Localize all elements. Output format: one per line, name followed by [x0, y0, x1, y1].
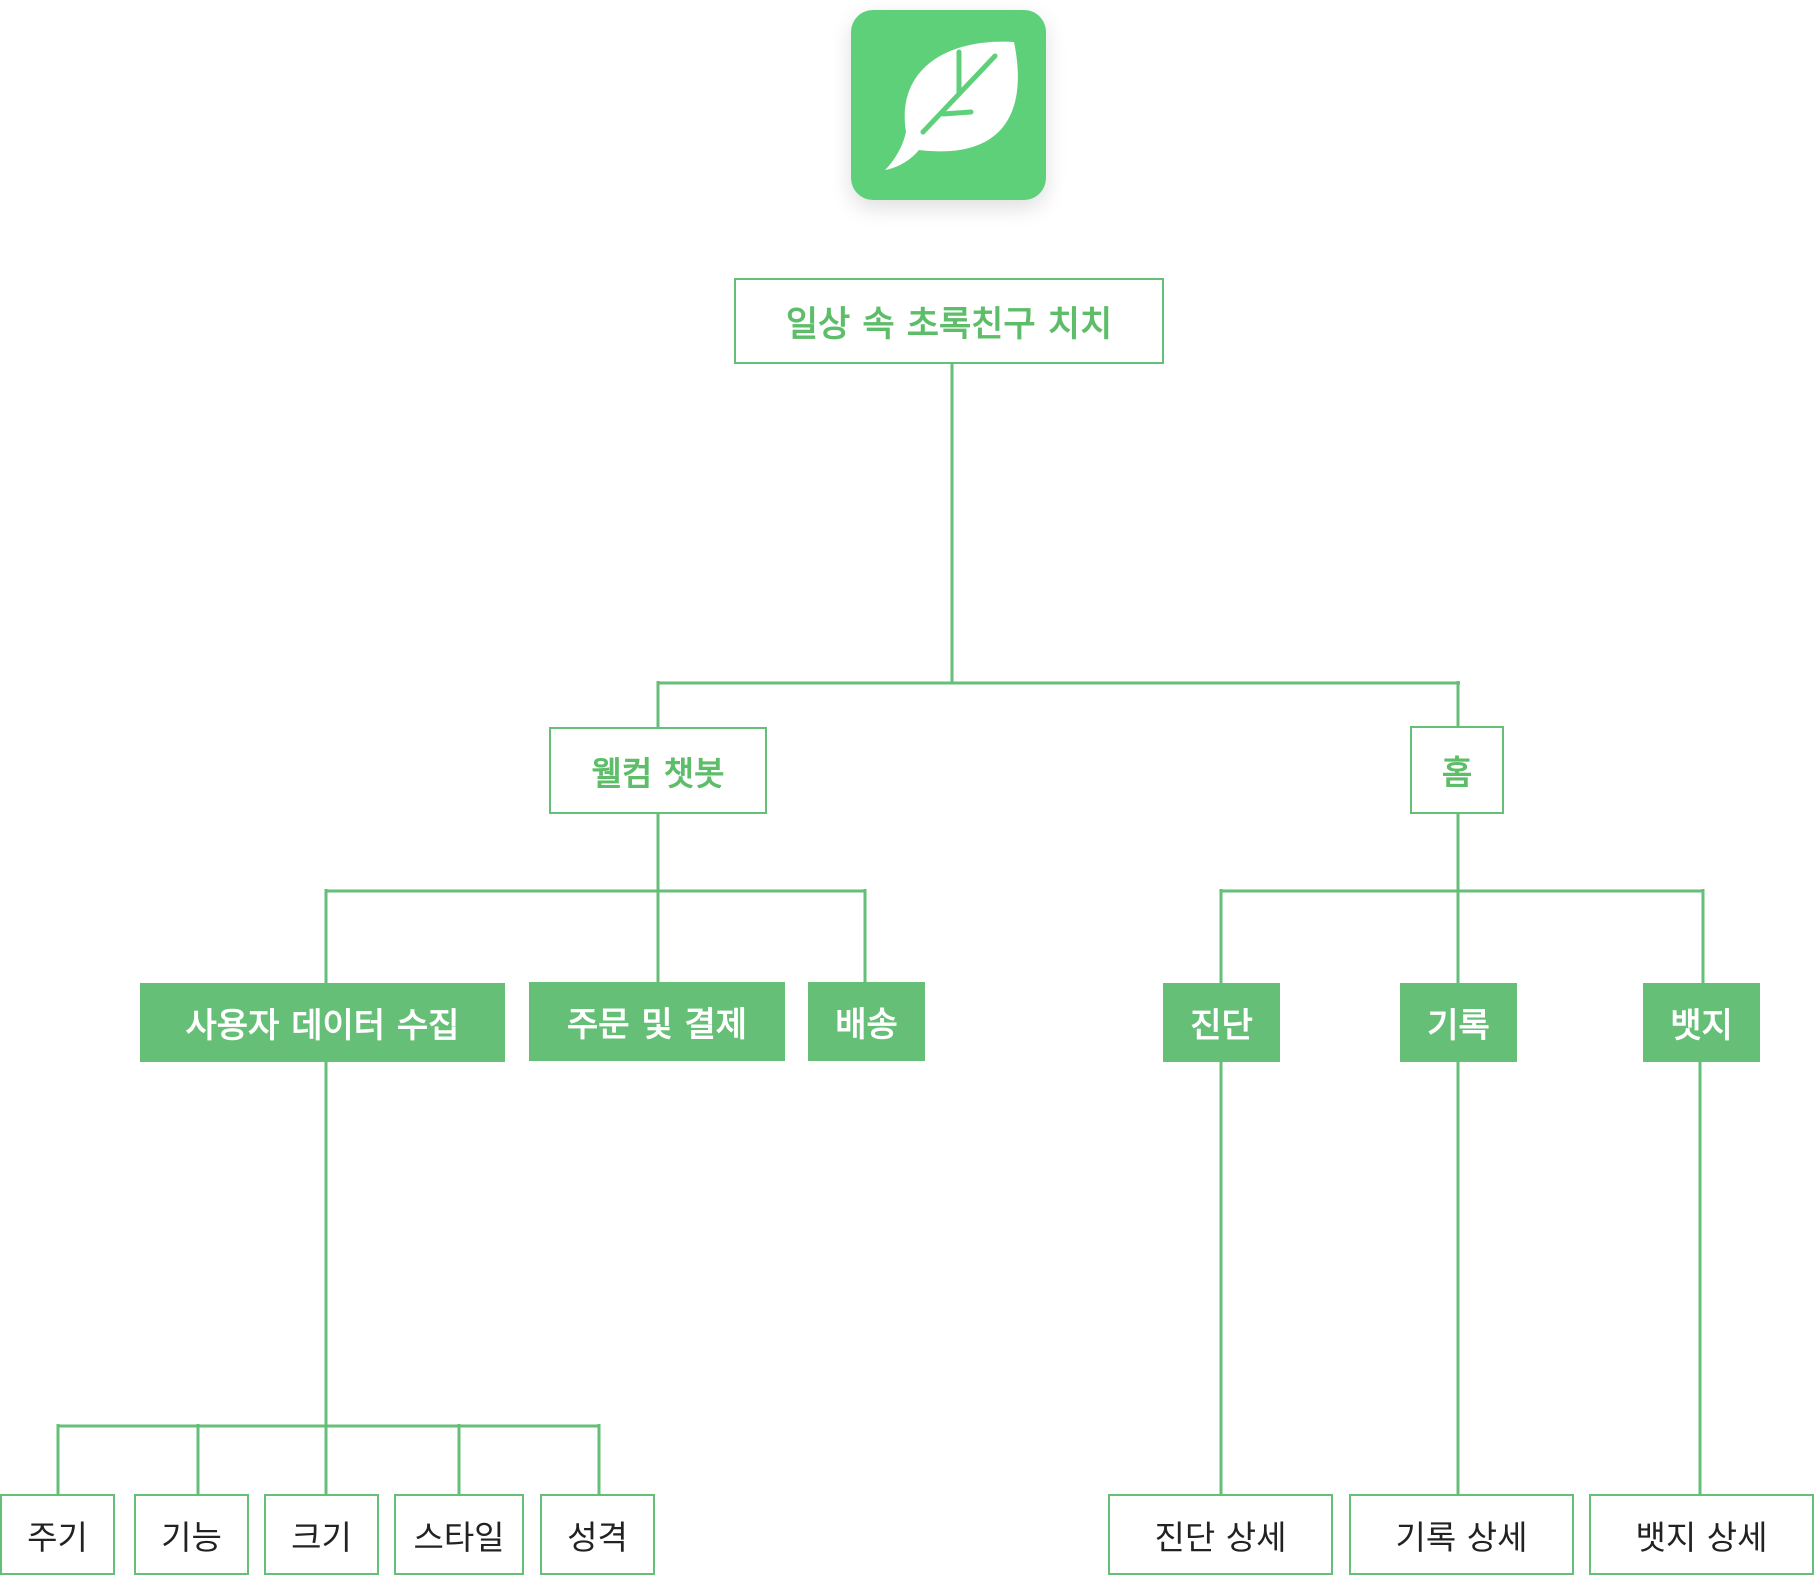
node-delivery: 배송: [808, 982, 925, 1061]
node-badge: 뱃지: [1643, 983, 1760, 1062]
leaf-size: 크기: [264, 1494, 379, 1575]
node-record: 기록: [1400, 983, 1517, 1062]
node-user-data-collection: 사용자 데이터 수집: [140, 983, 505, 1062]
leaf-cycle: 주기: [0, 1494, 115, 1575]
leaf-icon: [851, 10, 1046, 200]
app-icon: [851, 10, 1046, 200]
root-node: 일상 속 초록친구 치치: [734, 278, 1164, 364]
leaf-diagnosis-detail: 진단 상세: [1108, 1494, 1333, 1575]
leaf-style: 스타일: [394, 1494, 524, 1575]
node-diagnosis: 진단: [1163, 983, 1280, 1062]
node-welcome-chatbot: 웰컴 챗봇: [549, 727, 767, 814]
leaf-function: 기능: [134, 1494, 249, 1575]
leaf-badge-detail: 뱃지 상세: [1589, 1494, 1814, 1575]
node-home: 홈: [1410, 726, 1504, 814]
leaf-personality: 성격: [540, 1494, 655, 1575]
leaf-record-detail: 기록 상세: [1349, 1494, 1574, 1575]
node-order-payment: 주문 및 결제: [529, 982, 785, 1061]
